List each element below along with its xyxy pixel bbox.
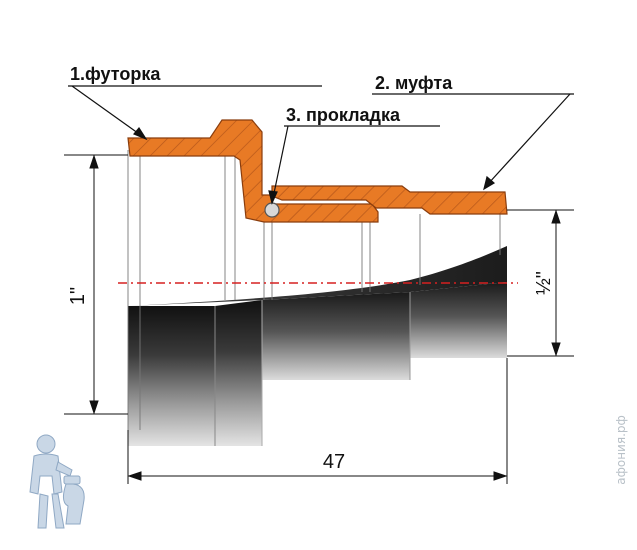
- pipe-body: [128, 246, 507, 446]
- label-prokladka: 3. прокладка: [286, 105, 401, 125]
- label-mufta: 2. муфта: [375, 73, 453, 93]
- dimension-lines: [64, 154, 574, 484]
- plumber-figure-icon: [29, 434, 85, 529]
- watermark-text: aфония.рф: [614, 415, 628, 485]
- dim-length: 47: [323, 451, 345, 473]
- mufta-coupling: [271, 185, 508, 215]
- gasket-seal: [264, 202, 280, 218]
- dim-inch-small: ½": [533, 271, 555, 295]
- label-futorka: 1.футорка: [70, 64, 161, 84]
- callout-lines: [68, 85, 574, 205]
- futorka-adapter: [127, 119, 379, 223]
- dim-inch-large: 1": [67, 287, 89, 305]
- thread-lines: [127, 150, 501, 430]
